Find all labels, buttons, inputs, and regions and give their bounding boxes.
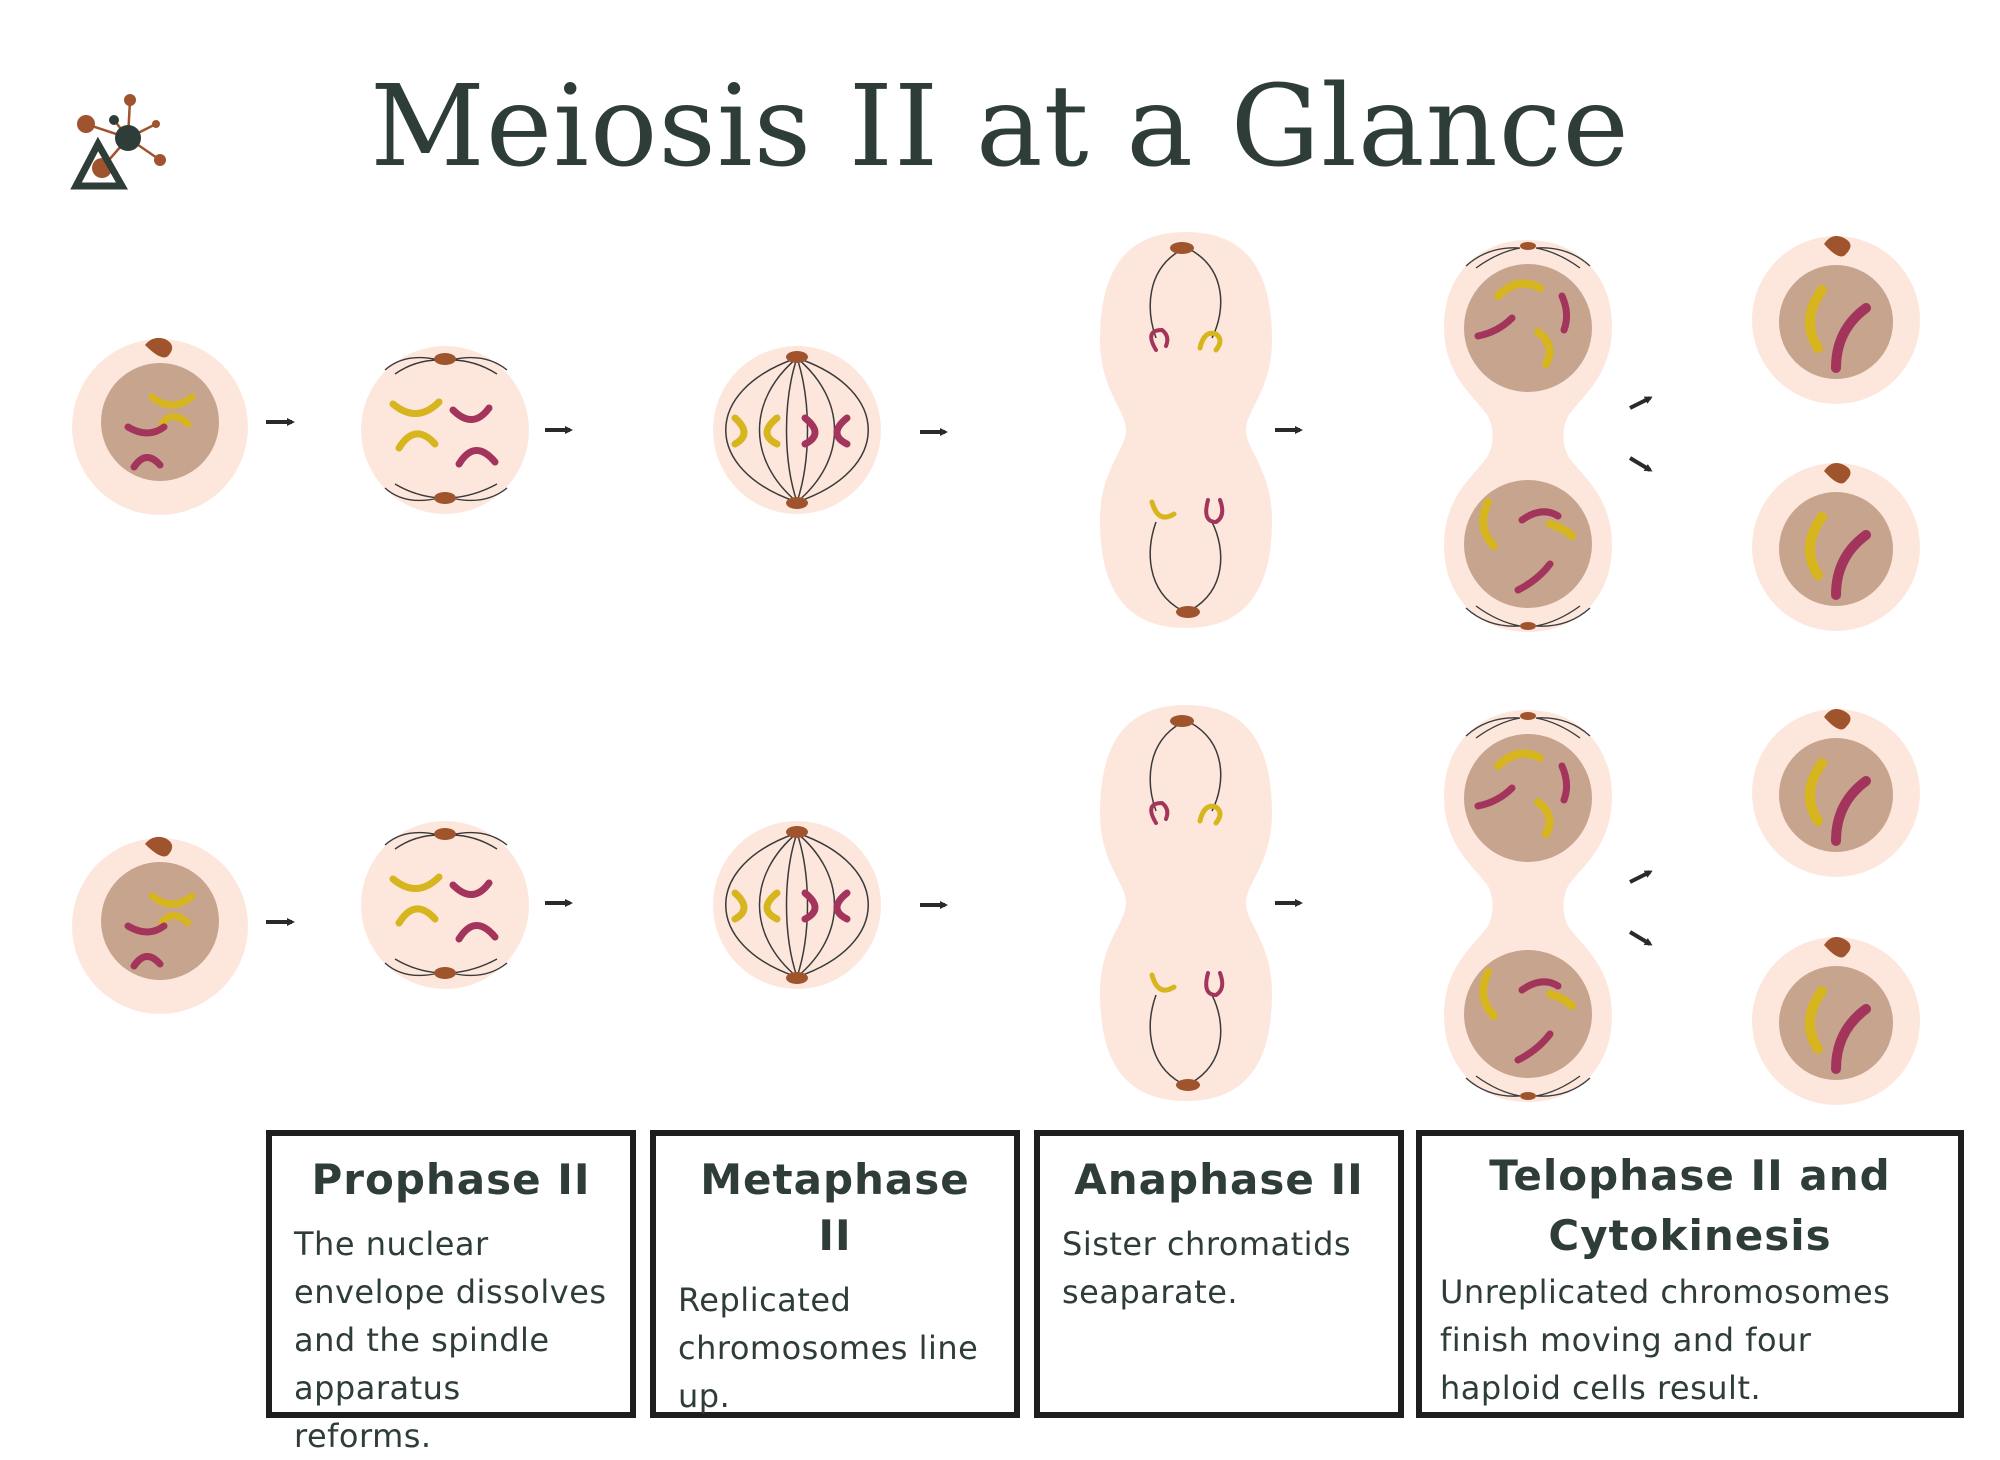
phase-title: Metaphase II: [700, 1155, 970, 1260]
daughter-cell: [1752, 709, 1920, 877]
phase-card-prophase-ii: Prophase II The nuclear envelope dissolv…: [266, 1130, 636, 1455]
page-title: Meiosis II at a Glance: [370, 62, 1630, 192]
prophase-ii-cell: [361, 821, 529, 989]
telophase-ii-cell: [1444, 240, 1612, 632]
meiosis-diagram: [0, 94, 2000, 1429]
anaphase-ii-cell: [1100, 232, 1272, 628]
row-2: [72, 705, 1920, 1105]
interphase-cell: [72, 837, 248, 1014]
phase-card-telophase-ii-and-cytokinesis: Telophase II and Cytokinesis Unreplicate…: [1416, 1130, 1964, 1418]
phase-description: The nuclear envelope dissolves and the s…: [294, 1225, 607, 1455]
row-1: [72, 232, 1920, 632]
anaphase-ii-cell: [1100, 705, 1272, 1101]
arrow-icon: [266, 870, 1653, 946]
phase-description: Replicated chromosomes line up.: [678, 1281, 979, 1415]
phase-description: Unreplicated chromosomes finish moving a…: [1440, 1273, 1891, 1407]
phase-title: Telophase II and Cytokinesis: [1489, 1151, 1891, 1260]
phase-card-metaphase-ii: Metaphase II Replicated chromosomes line…: [650, 1130, 1020, 1418]
interphase-cell: [72, 338, 248, 515]
phase-title: Anaphase II: [1074, 1155, 1364, 1204]
daughter-cell: [1752, 236, 1920, 404]
daughter-cell: [1752, 937, 1920, 1105]
phase-card-anaphase-ii: Anaphase II Sister chromatids seaparate.: [1034, 1130, 1404, 1418]
network-triangle-logo: [70, 94, 166, 190]
arrow-icon: [266, 396, 1653, 472]
daughter-cell: [1752, 463, 1920, 631]
metaphase-ii-cell: [713, 346, 881, 514]
metaphase-ii-cell: [713, 821, 881, 989]
phase-description: Sister chromatids seaparate.: [1062, 1225, 1352, 1311]
phase-title: Prophase II: [311, 1155, 591, 1204]
prophase-ii-cell: [361, 346, 529, 514]
telophase-ii-cell: [1444, 710, 1612, 1102]
